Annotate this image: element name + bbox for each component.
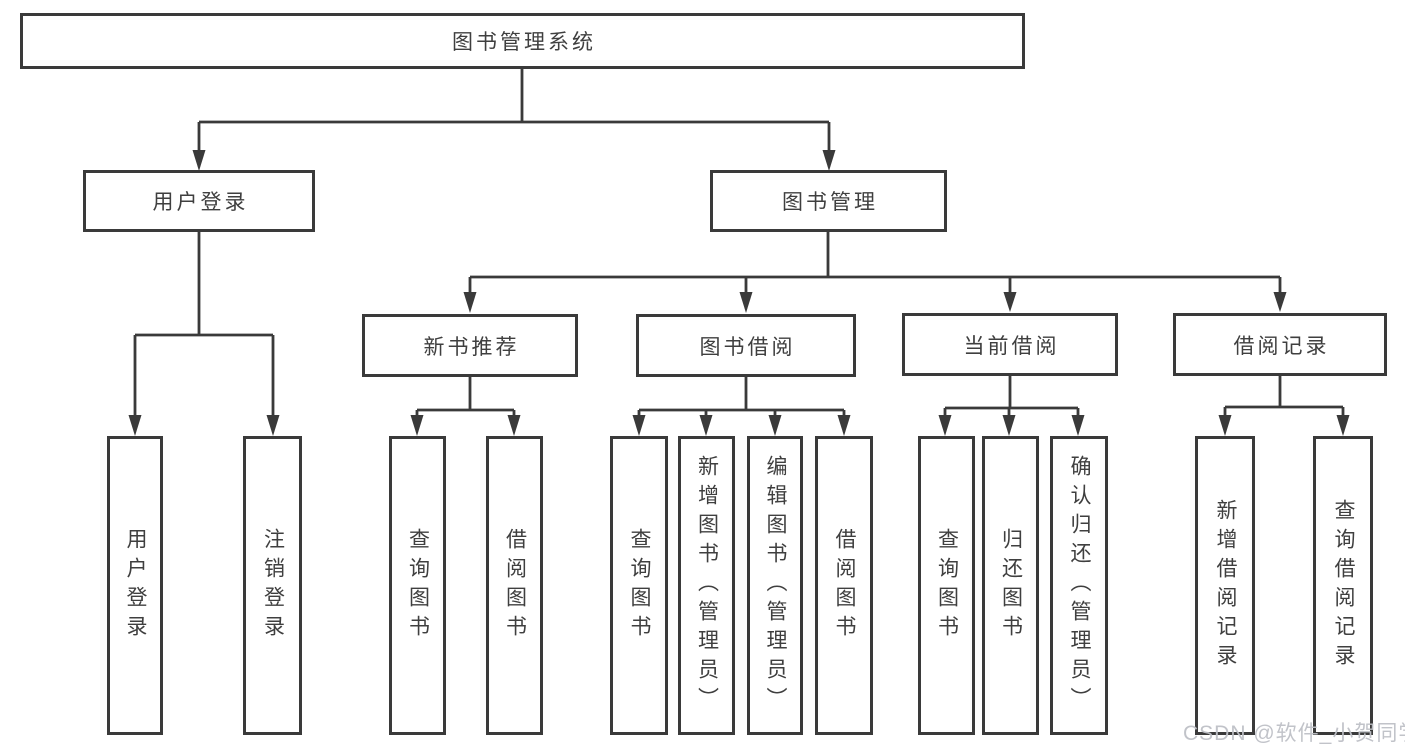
- leaf-query-books: 查询图书: [918, 436, 975, 735]
- arrowhead: [938, 415, 952, 436]
- arrowhead: [1071, 415, 1085, 436]
- arrowhead: [192, 150, 206, 171]
- arrowhead: [1003, 292, 1017, 312]
- leaf-return-books: 归还图书: [982, 436, 1039, 735]
- leaf-borrow-books: 借阅图书: [815, 436, 873, 735]
- arrowhead: [1336, 415, 1350, 436]
- arrowhead: [266, 415, 280, 436]
- leaf-borrow-books: 借阅图书: [486, 436, 543, 735]
- leaf-query-borrow-record: 查询借阅记录: [1313, 436, 1373, 735]
- arrowhead: [837, 415, 851, 436]
- leaf-add-books-admin: 新增图书（管理员）: [678, 436, 735, 735]
- arrowhead: [128, 415, 142, 436]
- leaf-query-books: 查询图书: [610, 436, 668, 735]
- arrowhead: [1218, 415, 1232, 436]
- node-borrowing-records: 借阅记录: [1173, 313, 1387, 376]
- arrowhead: [1273, 292, 1287, 312]
- leaf-add-borrow-record: 新增借阅记录: [1195, 436, 1255, 735]
- node-book-borrowing: 图书借阅: [636, 314, 856, 377]
- arrowhead: [632, 415, 646, 436]
- arrowhead: [822, 150, 836, 171]
- arrowhead: [1002, 415, 1016, 436]
- arrowhead: [739, 292, 753, 313]
- node-root-system: 图书管理系统: [20, 13, 1025, 69]
- leaf-confirm-return-admin: 确认归还（管理员）: [1050, 436, 1108, 735]
- leaf-query-books: 查询图书: [389, 436, 446, 735]
- arrowhead: [699, 415, 713, 436]
- csdn-watermark: CSDN @软件_小贺同学: [1183, 722, 1405, 745]
- node-book-management: 图书管理: [710, 170, 947, 232]
- node-new-book-recommend: 新书推荐: [362, 314, 578, 377]
- node-current-borrowing: 当前借阅: [902, 313, 1118, 376]
- node-user-login: 用户登录: [83, 170, 315, 232]
- leaf-logout: 注销登录: [243, 436, 302, 735]
- arrowhead: [768, 415, 782, 436]
- arrowhead: [410, 415, 424, 436]
- arrowhead: [507, 415, 521, 436]
- leaf-edit-books-admin: 编辑图书（管理员）: [747, 436, 803, 735]
- leaf-user-login: 用户登录: [107, 436, 163, 735]
- arrowhead: [463, 292, 477, 313]
